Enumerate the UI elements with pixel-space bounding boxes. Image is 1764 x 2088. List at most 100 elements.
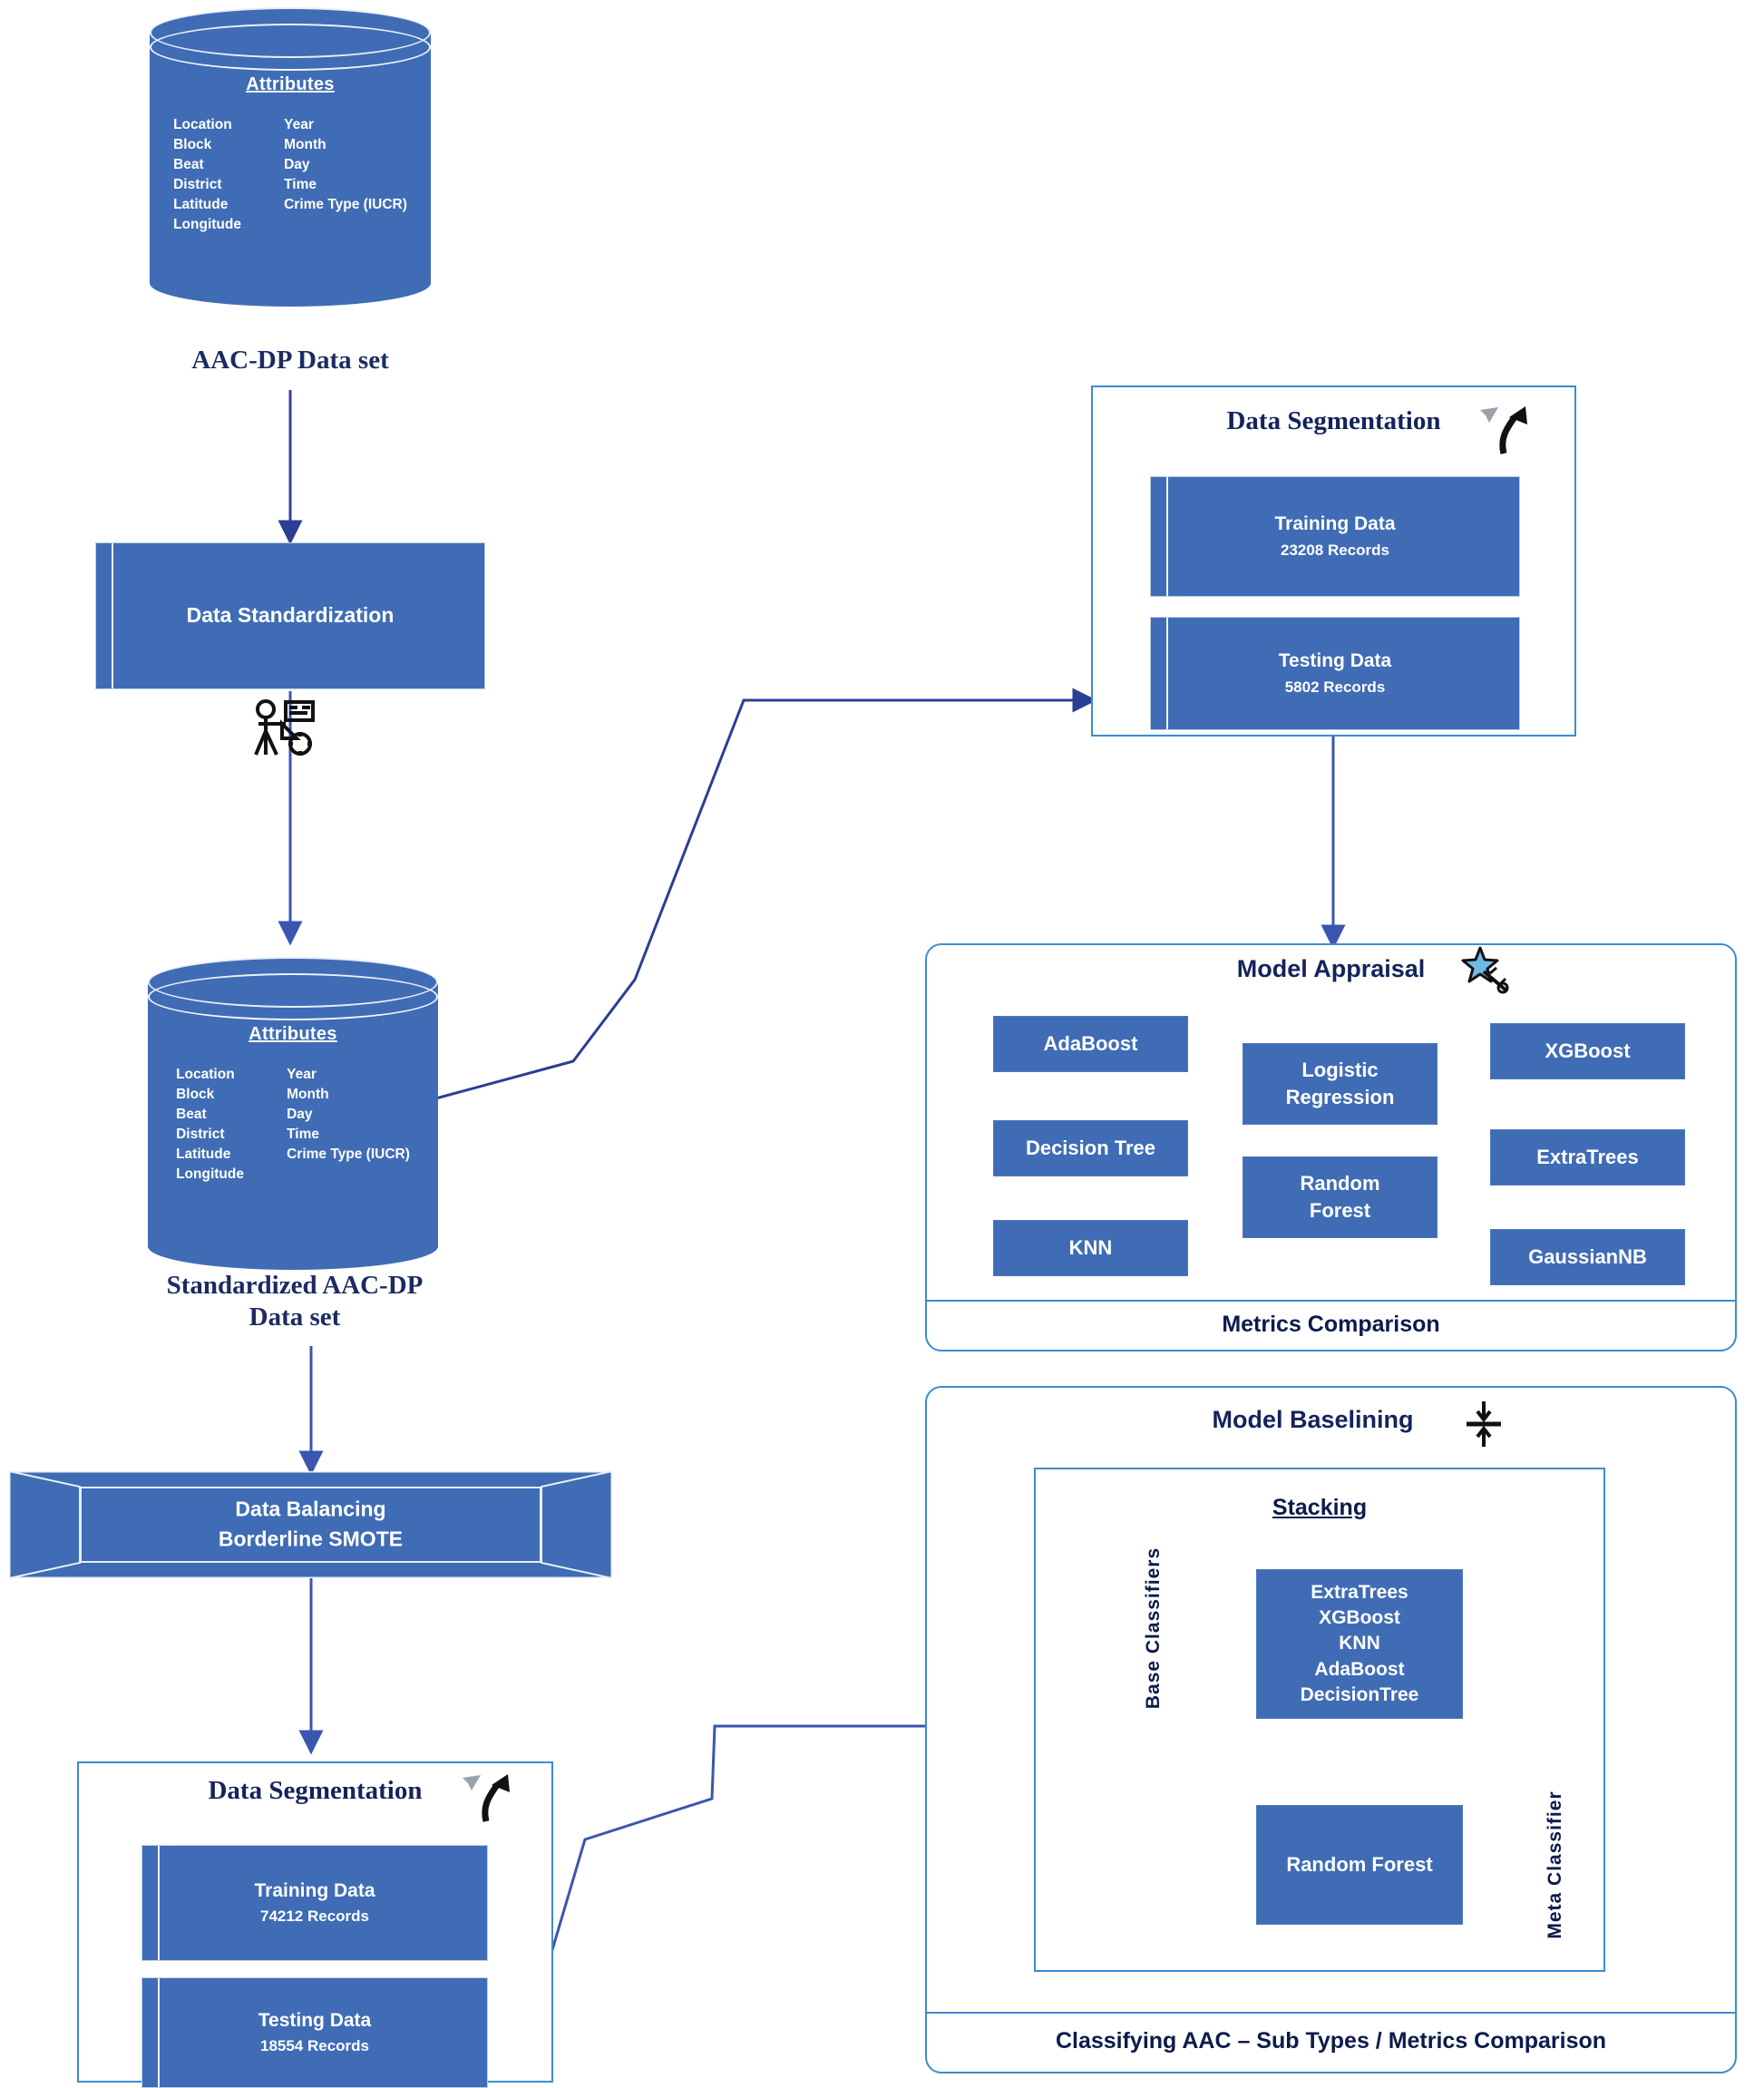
attributes-column-2: Year Month Day Time Crime Type (IUCR) <box>287 1065 410 1185</box>
aac-dp-dataset-caption: AAC-DP Data set <box>191 346 389 375</box>
model-label: Decision Tree <box>1025 1137 1156 1160</box>
cylinder-bottom <box>148 1223 438 1270</box>
attribute-item: Time <box>284 177 317 192</box>
cylinder-ring <box>148 973 438 1020</box>
standardized-dataset-caption-line1: Standardized AAC-DP <box>166 1271 424 1300</box>
model-box-extratrees[interactable]: ExtraTrees <box>1490 1129 1685 1185</box>
testing-data-bottom-box[interactable]: Testing Data 18554 Records <box>141 1977 488 2088</box>
data-segmentation-bottom-title: Data Segmentation <box>208 1776 423 1805</box>
standardized-dataset-caption: Standardized AAC-DP Data set <box>118 1270 472 1333</box>
cylinder-content: Attributes Location Block Beat District … <box>150 62 431 270</box>
attributes-column-1: Location Block Beat District Latitude Lo… <box>173 115 253 235</box>
testing-data-top-label: Testing Data <box>1278 650 1392 672</box>
training-data-bottom-box[interactable]: Training Data 74212 Records <box>141 1845 488 1961</box>
attribute-item: Year <box>284 117 314 132</box>
model-label: KNN <box>1068 1236 1113 1260</box>
base-classifier-item: KNN <box>1339 1633 1380 1654</box>
attribute-item: Beat <box>176 1107 207 1122</box>
attribute-item: Month <box>284 137 326 152</box>
base-classifier-item: AdaBoost <box>1314 1658 1405 1680</box>
model-box-adaboost[interactable]: AdaBoost <box>993 1016 1188 1072</box>
attribute-item: Location <box>173 117 232 132</box>
cylinder-body <box>150 33 431 283</box>
baseline-arrows-icon <box>1462 1399 1506 1449</box>
meta-classifier-box[interactable]: Random Forest <box>1256 1805 1463 1925</box>
base-classifiers-box[interactable]: ExtraTrees XGBoost KNN AdaBoost Decision… <box>1256 1569 1463 1719</box>
model-box-knn[interactable]: KNN <box>993 1220 1188 1276</box>
attributes-column-1: Location Block Beat District Latitude Lo… <box>176 1065 256 1185</box>
base-classifier-item: XGBoost <box>1319 1606 1400 1628</box>
attributes-columns: Location Block Beat District Latitude Lo… <box>150 115 431 235</box>
standardized-dataset-cylinder: Attributes Location Block Beat District … <box>148 957 438 1270</box>
attribute-item: Longitude <box>173 217 241 232</box>
data-balancing-label: Data Balancing Borderline SMOTE <box>9 1495 612 1556</box>
attributes-columns: Location Block Beat District Latitude Lo… <box>148 1065 438 1185</box>
attribute-item: Year <box>287 1067 317 1082</box>
magic-star-wand-icon <box>1460 946 1516 999</box>
model-label: AdaBoost <box>1043 1032 1138 1056</box>
attribute-item: Crime Type (IUCR) <box>284 197 407 212</box>
attribute-item: Block <box>176 1087 215 1102</box>
model-label: Logistic Regression <box>1285 1059 1395 1108</box>
attribute-item: Latitude <box>173 197 229 212</box>
attribute-item: Beat <box>173 157 204 172</box>
model-box-decision-tree[interactable]: Decision Tree <box>993 1120 1188 1176</box>
model-box-random-forest[interactable]: Random Forest <box>1243 1156 1438 1238</box>
attribute-item: Block <box>173 137 212 152</box>
attribute-item: Longitude <box>176 1166 244 1182</box>
attribute-item: Day <box>284 157 310 172</box>
model-baselining-title: Model Baselining <box>1212 1406 1414 1433</box>
metrics-comparison-label: Metrics Comparison <box>1222 1312 1440 1337</box>
classifying-aac-footer: Classifying AAC – Sub Types / Metrics Co… <box>1055 2028 1607 2054</box>
split-arrows-icon <box>461 1771 512 1823</box>
bevel-edges <box>9 1471 612 1578</box>
testing-data-bottom-label: Testing Data <box>258 2009 372 2031</box>
data-processing-person-icon <box>249 697 320 762</box>
meta-classifier-label: Meta Classifier <box>1545 1790 1565 1939</box>
data-balancing-line1: Data Balancing <box>235 1497 386 1521</box>
attribute-item: District <box>176 1127 225 1142</box>
attribute-item: Day <box>287 1107 313 1122</box>
base-classifier-item: ExtraTrees <box>1311 1581 1408 1603</box>
stacking-title: Stacking <box>1272 1495 1368 1520</box>
appraisal-footer-divider <box>926 1300 1736 1302</box>
attribute-item: Latitude <box>176 1146 231 1162</box>
model-box-gaussiannb[interactable]: GaussianNB <box>1490 1229 1685 1285</box>
data-balancing-line2: Borderline SMOTE <box>218 1527 404 1551</box>
attribute-item: Location <box>176 1067 235 1082</box>
model-label: ExtraTrees <box>1536 1146 1639 1169</box>
base-classifiers-label: Base Classifiers <box>1143 1546 1164 1710</box>
attributes-heading: Attributes <box>246 74 335 94</box>
training-data-top-box[interactable]: Training Data 23208 Records <box>1150 476 1520 597</box>
data-balancing-box[interactable]: Data Balancing Borderline SMOTE <box>9 1471 612 1578</box>
cylinder-bottom <box>150 259 431 307</box>
data-segmentation-top-title: Data Segmentation <box>1226 406 1441 435</box>
model-label: GaussianNB <box>1528 1245 1647 1269</box>
attribute-item: Month <box>287 1087 329 1102</box>
data-standardization-box[interactable]: Data Standardization <box>95 542 485 689</box>
data-standardization-label: Data Standardization <box>186 603 395 628</box>
model-label: Random Forest <box>1300 1172 1380 1222</box>
baselining-footer-divider <box>926 2012 1736 2014</box>
testing-data-bottom-records: 18554 Records <box>259 2037 370 2054</box>
training-data-bottom-records: 74212 Records <box>259 1907 370 1925</box>
connector-segmentation-bottom-to-baselining <box>542 1724 925 1978</box>
model-box-logistic-regression[interactable]: Logistic Regression <box>1243 1043 1438 1125</box>
attribute-item: Crime Type (IUCR) <box>287 1146 410 1162</box>
model-label: XGBoost <box>1545 1039 1631 1063</box>
testing-data-top-box[interactable]: Testing Data 5802 Records <box>1150 617 1520 730</box>
cylinder-ring <box>150 24 431 71</box>
cylinder-content: Attributes Location Block Beat District … <box>148 1011 438 1234</box>
testing-data-top-records: 5802 Records <box>1284 678 1386 696</box>
aac-dp-dataset-cylinder: Attributes Location Block Beat District … <box>150 7 431 307</box>
training-data-top-records: 23208 Records <box>1280 541 1390 559</box>
training-data-top-label: Training Data <box>1274 513 1396 535</box>
training-data-bottom-label: Training Data <box>254 1879 375 1901</box>
attributes-column-2: Year Month Day Time Crime Type (IUCR) <box>284 115 407 235</box>
attribute-item: District <box>173 177 222 192</box>
attribute-item: Time <box>287 1127 319 1142</box>
model-box-xgboost[interactable]: XGBoost <box>1490 1023 1685 1079</box>
base-classifier-item: DecisionTree <box>1300 1684 1419 1706</box>
split-arrows-icon <box>1478 403 1529 455</box>
